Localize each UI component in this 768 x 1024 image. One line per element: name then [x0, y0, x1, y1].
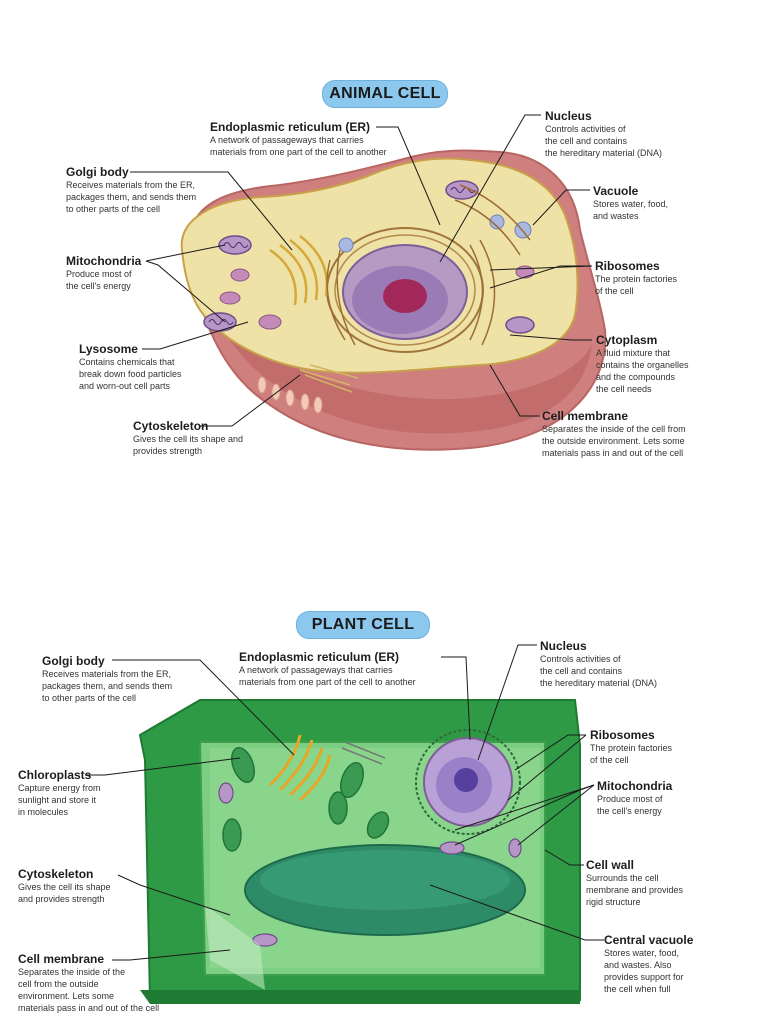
- label-heading: Central vacuole: [604, 933, 694, 947]
- animal-cell-title: ANIMAL CELL: [322, 80, 448, 108]
- label-heading: Cytoplasm: [596, 333, 658, 347]
- animal-microvilli: [257, 376, 323, 414]
- animal-label-cytoskeleton: Cytoskeleton Gives the cell its shape an…: [133, 419, 243, 457]
- plant-label-central-vacuole: Central vacuole Stores water, food, and …: [604, 933, 693, 995]
- animal-label-cytoplasm: Cytoplasm A fluid mixture that contains …: [596, 333, 689, 395]
- label-heading: Nucleus: [545, 109, 592, 123]
- label-heading: Cytoskeleton: [133, 419, 209, 433]
- plant-label-chloroplasts: Chloroplasts Capture energy from sunligh…: [18, 768, 101, 818]
- label-heading: Golgi body: [66, 165, 129, 179]
- label-description: Gives the cell its shape and provides st…: [133, 434, 244, 456]
- label-heading: Golgi body: [42, 654, 105, 668]
- label-heading: Cytoskeleton: [18, 867, 94, 881]
- label-description: Separates the inside of the cell from th…: [18, 967, 160, 1013]
- label-description: Stores water, food, and wastes: [593, 199, 669, 221]
- plant-label-wall: Cell wall Surrounds the cell membrane an…: [586, 858, 683, 908]
- plant-label-er: Endoplasmic reticulum (ER) A network of …: [239, 650, 416, 688]
- label-description: Controls activities of the cell and cont…: [540, 654, 658, 688]
- animal-label-ribosomes: Ribosomes The protein factories of the c…: [595, 259, 677, 297]
- label-heading: Ribosomes: [590, 728, 655, 742]
- animal-nucleus: [326, 227, 484, 353]
- label-description: Separates the inside of the cell from th…: [542, 424, 686, 458]
- label-description: Gives the cell its shape and provides st…: [18, 882, 111, 904]
- label-description: A network of passageways that carries ma…: [239, 665, 416, 687]
- plant-label-nucleus: Nucleus Controls activities of the cell …: [540, 639, 657, 689]
- label-heading: Chloroplasts: [18, 768, 92, 782]
- plant-label-cytoskeleton: Cytoskeleton Gives the cell its shape an…: [18, 867, 111, 905]
- plant-label-golgi: Golgi body Receives materials from the E…: [42, 654, 172, 704]
- animal-label-nucleus: Nucleus Controls activities of the cell …: [545, 109, 662, 159]
- label-description: Stores water, food, and wastes. Also pro…: [604, 948, 684, 994]
- plant-cell-title: PLANT CELL: [296, 611, 430, 639]
- label-description: Receives materials from the ER, packages…: [66, 180, 197, 214]
- label-heading: Cell wall: [586, 858, 635, 872]
- label-heading: Cell membrane: [542, 409, 629, 423]
- label-heading: Lysosome: [79, 342, 138, 356]
- label-description: The protein factories of the cell: [595, 274, 678, 296]
- label-description: Capture energy from sunlight and store i…: [18, 783, 101, 817]
- label-description: Produce most of the cell's energy: [597, 794, 663, 816]
- label-heading: Endoplasmic reticulum (ER): [239, 650, 400, 664]
- label-heading: Nucleus: [540, 639, 587, 653]
- label-description: Controls activities of the cell and cont…: [545, 124, 663, 158]
- label-heading: Vacuole: [593, 184, 639, 198]
- animal-label-vacuole: Vacuole Stores water, food, and wastes: [593, 184, 668, 222]
- label-heading: Endoplasmic reticulum (ER): [210, 120, 371, 134]
- animal-cell-illustration: [180, 149, 607, 451]
- label-description: Surrounds the cell membrane and provides…: [586, 873, 684, 907]
- label-description: Contains chemicals that break down food …: [79, 357, 182, 391]
- label-description: A fluid mixture that contains the organe…: [596, 348, 689, 394]
- animal-cytoskeleton-fibers: [299, 364, 359, 393]
- label-description: A network of passageways that carries ma…: [210, 135, 387, 157]
- label-description: The protein factories of the cell: [590, 743, 673, 765]
- animal-label-er: Endoplasmic reticulum (ER) A network of …: [210, 120, 387, 158]
- animal-label-lysosome: Lysosome Contains chemicals that break d…: [79, 342, 182, 392]
- label-heading: Ribosomes: [595, 259, 660, 273]
- animal-label-golgi: Golgi body Receives materials from the E…: [66, 165, 196, 215]
- plant-label-mitochondria: Mitochondria Produce most of the cell's …: [597, 779, 672, 817]
- animal-label-mitochondria: Mitochondria Produce most of the cell's …: [66, 254, 141, 292]
- label-heading: Cell membrane: [18, 952, 105, 966]
- label-description: Receives materials from the ER, packages…: [42, 669, 173, 703]
- label-heading: Mitochondria: [66, 254, 142, 268]
- plant-label-ribosomes: Ribosomes The protein factories of the c…: [590, 728, 672, 766]
- plant-label-membrane: Cell membrane Separates the inside of th…: [18, 952, 159, 1014]
- animal-er: [326, 184, 531, 346]
- animal-label-membrane: Cell membrane Separates the inside of th…: [542, 409, 686, 459]
- animal-cell-membrane-highlight: [200, 260, 592, 434]
- label-description: Produce most of the cell's energy: [66, 269, 132, 291]
- animal-mitochondria: [203, 180, 535, 334]
- label-heading: Mitochondria: [597, 779, 673, 793]
